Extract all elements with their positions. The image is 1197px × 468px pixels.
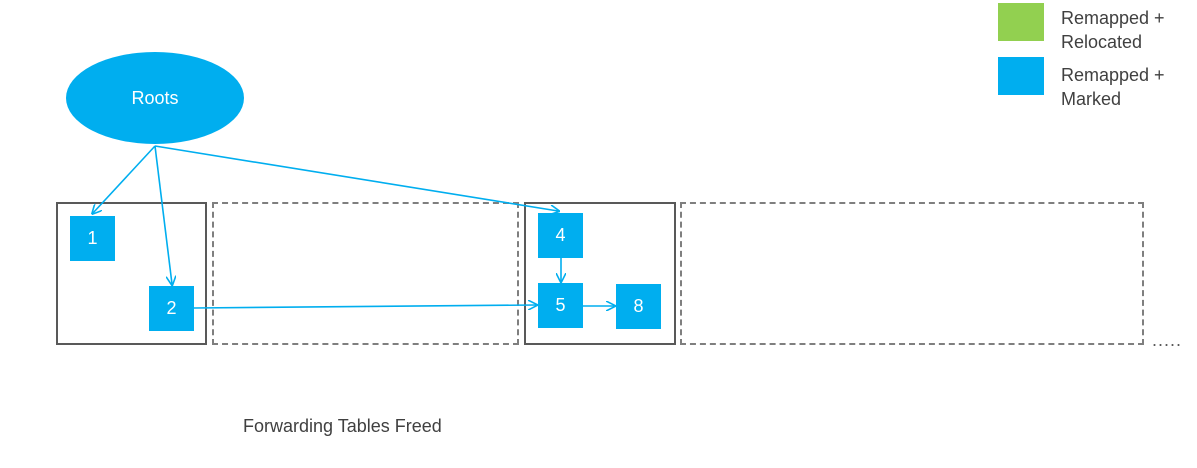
legend-label-marked: Remapped + Marked bbox=[1061, 65, 1165, 109]
arrow-2-to-5 bbox=[193, 305, 536, 308]
object-label: 5 bbox=[555, 295, 566, 315]
continuation-ellipsis: ..... bbox=[1152, 330, 1183, 350]
object-5: 5 bbox=[538, 283, 583, 328]
caption-text: Forwarding Tables Freed bbox=[243, 416, 442, 436]
legend-label-relocated: Remapped + Relocated bbox=[1061, 8, 1165, 52]
region-4-freed bbox=[680, 202, 1144, 345]
region-2-freed bbox=[212, 202, 519, 345]
legend-swatch-marked bbox=[998, 57, 1044, 95]
legend-swatch-relocated bbox=[998, 3, 1044, 41]
roots-label: Roots bbox=[131, 87, 179, 108]
region-1 bbox=[56, 202, 207, 345]
arrow-roots-to-2 bbox=[154, 145, 172, 284]
roots-node: Roots bbox=[66, 52, 244, 144]
arrow-roots-to-4 bbox=[154, 145, 558, 211]
region-3 bbox=[524, 202, 676, 345]
object-8: 8 bbox=[616, 284, 661, 329]
object-2: 2 bbox=[149, 286, 194, 331]
object-label: 1 bbox=[87, 228, 98, 248]
object-4: 4 bbox=[538, 213, 583, 258]
object-label: 8 bbox=[633, 296, 644, 316]
object-1: 1 bbox=[70, 216, 115, 261]
object-label: 2 bbox=[166, 298, 177, 318]
object-label: 4 bbox=[555, 225, 566, 245]
arrow-roots-to-1 bbox=[93, 145, 156, 213]
